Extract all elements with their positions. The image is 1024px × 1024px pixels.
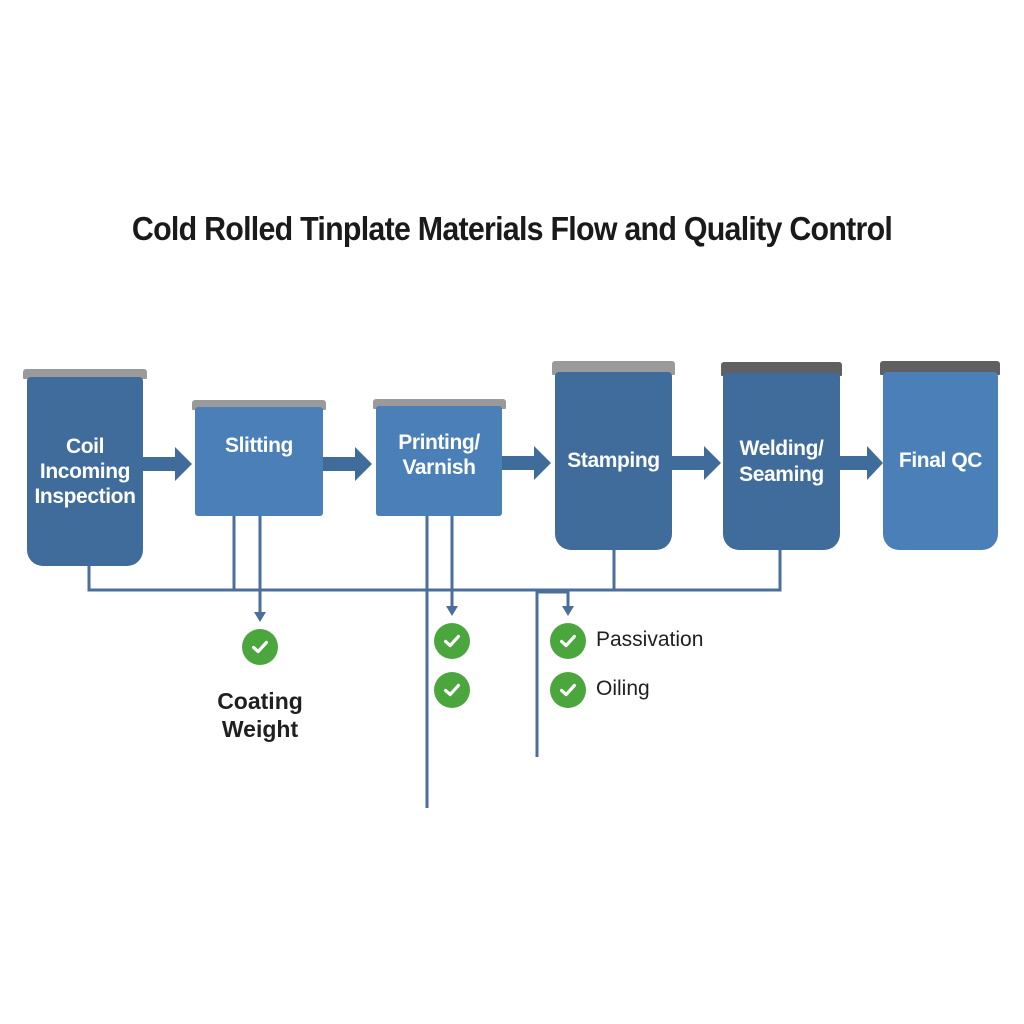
step-label: Slitting [225,433,293,457]
step-printing-varnish[interactable]: Printing/ Varnish [376,406,502,516]
step-label: Printing/ Varnish [398,430,480,479]
stamping-cap [552,361,675,375]
step-slitting[interactable]: Slitting [195,407,323,516]
welding-cap [721,362,842,376]
step-stamping[interactable]: Stamping [555,372,672,550]
check-circle-icon [550,672,586,708]
step-label: Welding/ Seaming [739,437,824,486]
arrowhead-passivation-check [562,606,574,616]
check-circle-icon [242,629,278,665]
check-label-coating-weight: Coating Weight [217,688,303,742]
step-final-qc[interactable]: Final QC [883,372,998,550]
slitting-cap [192,400,326,410]
connector-coil-to-bus [87,550,782,592]
check-label-passivation: Passivation [596,628,704,651]
step-coil-incoming-inspection[interactable]: Coil Incoming Inspection [27,377,143,566]
diagram-title: Cold Rolled Tinplate Materials Flow and … [131,210,893,247]
coil-inspection-cap [23,369,147,379]
check-circle-icon [550,623,586,659]
step-label: Stamping [567,449,660,473]
arrow-stamping-to-welding [672,446,721,480]
step-label: Final QC [898,449,983,473]
arrow-welding-to-final-qc [840,446,883,480]
arrowhead-slitting-check [254,612,266,622]
printing-cap [373,399,506,409]
check-label-oiling: Oiling [596,677,650,700]
final-qc-cap [880,361,1000,375]
arrow-coil-to-slitting [143,447,192,481]
arrow-printing-to-stamping [502,446,551,480]
step-label: Coil Incoming Inspection [34,434,136,509]
step-welding-seaming[interactable]: Welding/ Seaming [723,373,840,550]
check-circle-icon [434,623,470,659]
arrowhead-printing-check [446,606,458,616]
check-circle-icon [434,672,470,708]
connector-bus-branch [535,590,570,757]
arrow-slitting-to-printing [323,447,372,481]
